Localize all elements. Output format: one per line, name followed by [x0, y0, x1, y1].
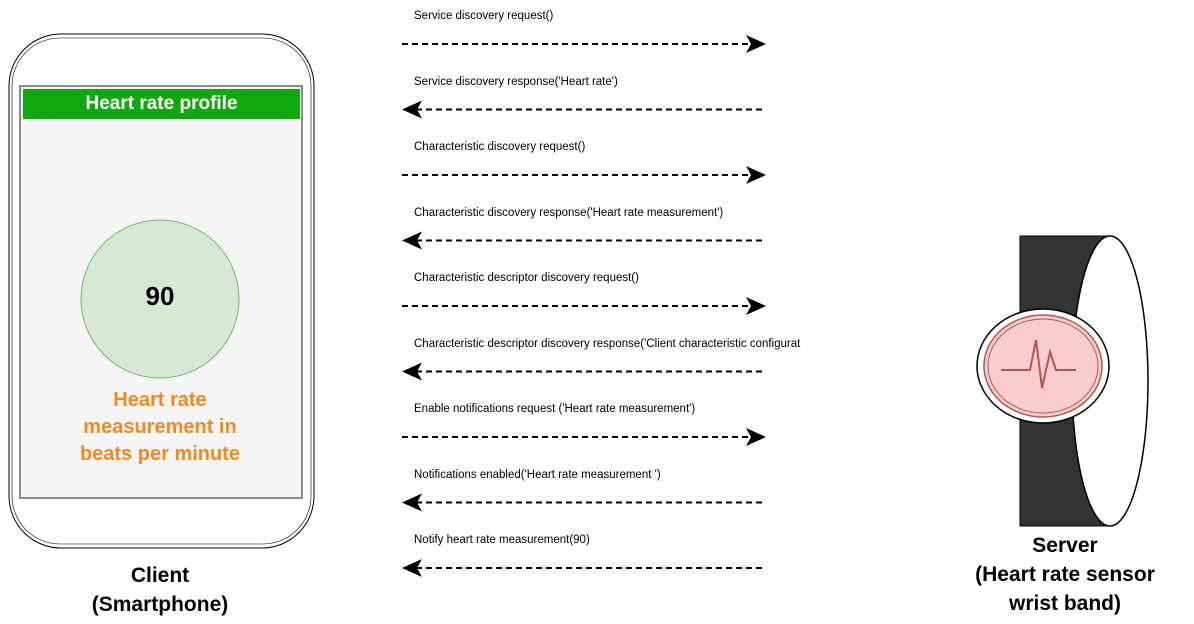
message-label: Characteristic descriptor discovery requ…	[414, 272, 639, 284]
bpm-caption-line: measurement in	[83, 416, 237, 438]
bpm-caption-line: Heart rate	[113, 389, 207, 411]
bpm-caption: Heart rate measurement in beats per minu…	[40, 387, 280, 468]
message-arrowhead	[402, 493, 422, 512]
message-label: Characteristic descriptor discovery resp…	[414, 337, 801, 350]
message-label: Notifications enabled('Heart rate measur…	[414, 468, 661, 481]
pulse-icon	[1001, 339, 1076, 389]
message-label: Characteristic discovery request()	[414, 141, 586, 153]
message-arrowhead	[402, 100, 422, 119]
message-arrowhead	[746, 35, 766, 53]
server-role-line: (Heart rate sensor	[975, 563, 1155, 586]
server-role-line: Server	[1032, 534, 1098, 557]
client-role-line: Client	[130, 564, 190, 587]
bpm-circle	[80, 219, 240, 379]
client-role-line: (Smartphone)	[91, 593, 229, 616]
message-label: Service discovery request()	[414, 10, 554, 22]
client-role-label: Client (Smartphone)	[40, 561, 280, 619]
message-arrowhead	[746, 297, 766, 315]
message-arrowhead	[402, 231, 422, 250]
message-arrowhead	[746, 166, 766, 184]
profile-title: Heart rate profile	[23, 89, 300, 119]
message-label: Characteristic discovery response('Heart…	[414, 206, 724, 219]
message-label: Service discovery response('Heart rate')	[414, 75, 618, 88]
message-arrowhead	[402, 559, 422, 577]
watch-face-ring	[987, 318, 1099, 414]
bpm-caption-line: beats per minute	[79, 443, 241, 465]
message-arrowhead	[746, 428, 766, 446]
message-label: Notify heart rate measurement(90)	[414, 534, 590, 546]
bpm-value: 90	[145, 281, 175, 311]
server-role-label: Server (Heart rate sensor wrist band)	[945, 531, 1185, 618]
message-label: Enable notifications request ('Heart rat…	[414, 403, 696, 415]
message-arrowhead	[402, 362, 422, 381]
server-role-line: wrist band)	[1008, 592, 1121, 615]
smartphone-device	[8, 33, 315, 549]
watch-face	[983, 314, 1103, 418]
wristband-device	[976, 235, 1149, 527]
